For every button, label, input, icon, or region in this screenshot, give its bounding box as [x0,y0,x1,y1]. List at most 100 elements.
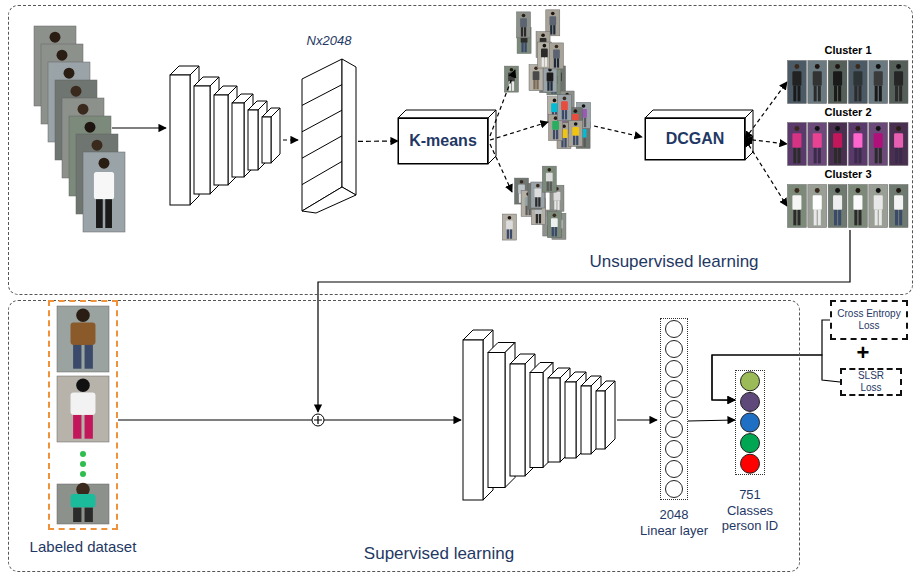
figure-part [547,182,549,191]
figure-part [543,66,557,92]
figure-part [71,323,96,345]
image-strip: Cluster 2 [787,122,909,166]
node-figure [787,122,909,166]
image-strip: Cluster 1 [787,60,909,104]
figure-part [855,126,860,131]
text-group: Labeled dataset [18,538,148,556]
figure-part [555,227,557,236]
loss-box: SLSR Loss [840,368,902,396]
text-group: Supervised learning [319,544,559,564]
figure-part [524,27,526,36]
figure-part [85,508,93,522]
text-group: Nx2048 [280,33,378,49]
node-sublabel: Classes person ID [718,503,782,534]
person-photo [788,123,807,166]
person-photo [517,12,531,38]
figure-part [818,86,821,101]
person-photo [849,61,868,104]
cluster-pile [547,91,590,149]
figure-part [76,308,90,322]
figure-part [554,116,558,120]
person-photo [543,66,557,92]
figure-part [533,80,535,89]
figure-part [553,214,557,218]
figure-part [573,136,575,145]
figure-part [530,373,543,468]
node-figure [787,60,909,104]
figure-part [874,133,883,148]
figure-part [398,118,488,164]
figure-part [248,110,258,170]
person-photo [569,120,583,146]
figure-part [875,210,878,225]
text-group: Cluster 1 [787,44,909,57]
text-group: Cluster 2 [787,106,909,119]
figure-part [874,195,883,210]
figure-part [869,61,888,104]
figure-part [553,99,557,103]
person-photo [828,185,847,228]
figure-part [828,185,847,228]
person-photo [849,185,868,228]
figure-part [553,49,560,58]
figure-part [73,508,81,522]
figure-part [105,199,112,228]
stage-panel: Supervised learningLabeled dataset2048Li… [8,300,800,572]
figure-part [547,212,561,238]
figure-part [50,32,61,43]
figure-part [64,68,75,79]
figure-part [813,195,822,210]
layer-block [262,108,280,163]
connector [712,355,840,400]
figure-part [834,210,837,225]
figure-part [788,61,807,104]
neuron [666,441,683,458]
figure-part [510,229,512,238]
person-photo [83,152,125,232]
dcgan-block [645,110,753,160]
cluster-pile [502,166,565,240]
figure-part [232,103,244,177]
figure-part [73,345,81,369]
figure-part [899,86,902,101]
figure-part [818,148,821,163]
vector-divider [302,136,342,158]
dataset-line [118,419,312,420]
figure-part [797,86,800,101]
figure-part [828,61,847,104]
process-box: K-means [398,118,488,164]
input-arrow [324,419,461,420]
person-photo [788,185,807,228]
figure-part [565,110,567,119]
figure-part [879,148,882,163]
figure-part [519,193,521,202]
figure-part [855,64,860,69]
person-photo [869,61,888,104]
node-label: Nx2048 [280,33,378,49]
figure-part [525,206,527,215]
figure-part [813,133,822,148]
figure-part [556,130,558,139]
output-layer: 751Classes person ID [735,370,765,475]
figure-part [834,86,837,101]
connector [745,139,787,206]
feature-arrow [283,139,298,140]
figure-part [818,210,821,225]
figure-part [561,101,568,110]
figure-part [543,44,547,48]
figure-part [83,152,125,232]
dataset-box: Labeled dataset [48,300,118,530]
figure-part [889,61,908,104]
node-label: DCGAN [666,129,725,148]
figure-part [645,118,745,160]
node-label: Cluster 1 [787,44,909,57]
figure-part [555,45,559,49]
person-photo [57,376,109,442]
figure-part [85,122,96,133]
neuron [741,392,760,411]
image-strip: Cluster 3 [787,184,909,228]
cnn-encoder [170,66,280,205]
figure-part [854,148,857,163]
figure-part [538,197,540,206]
vector-divider [302,85,342,106]
